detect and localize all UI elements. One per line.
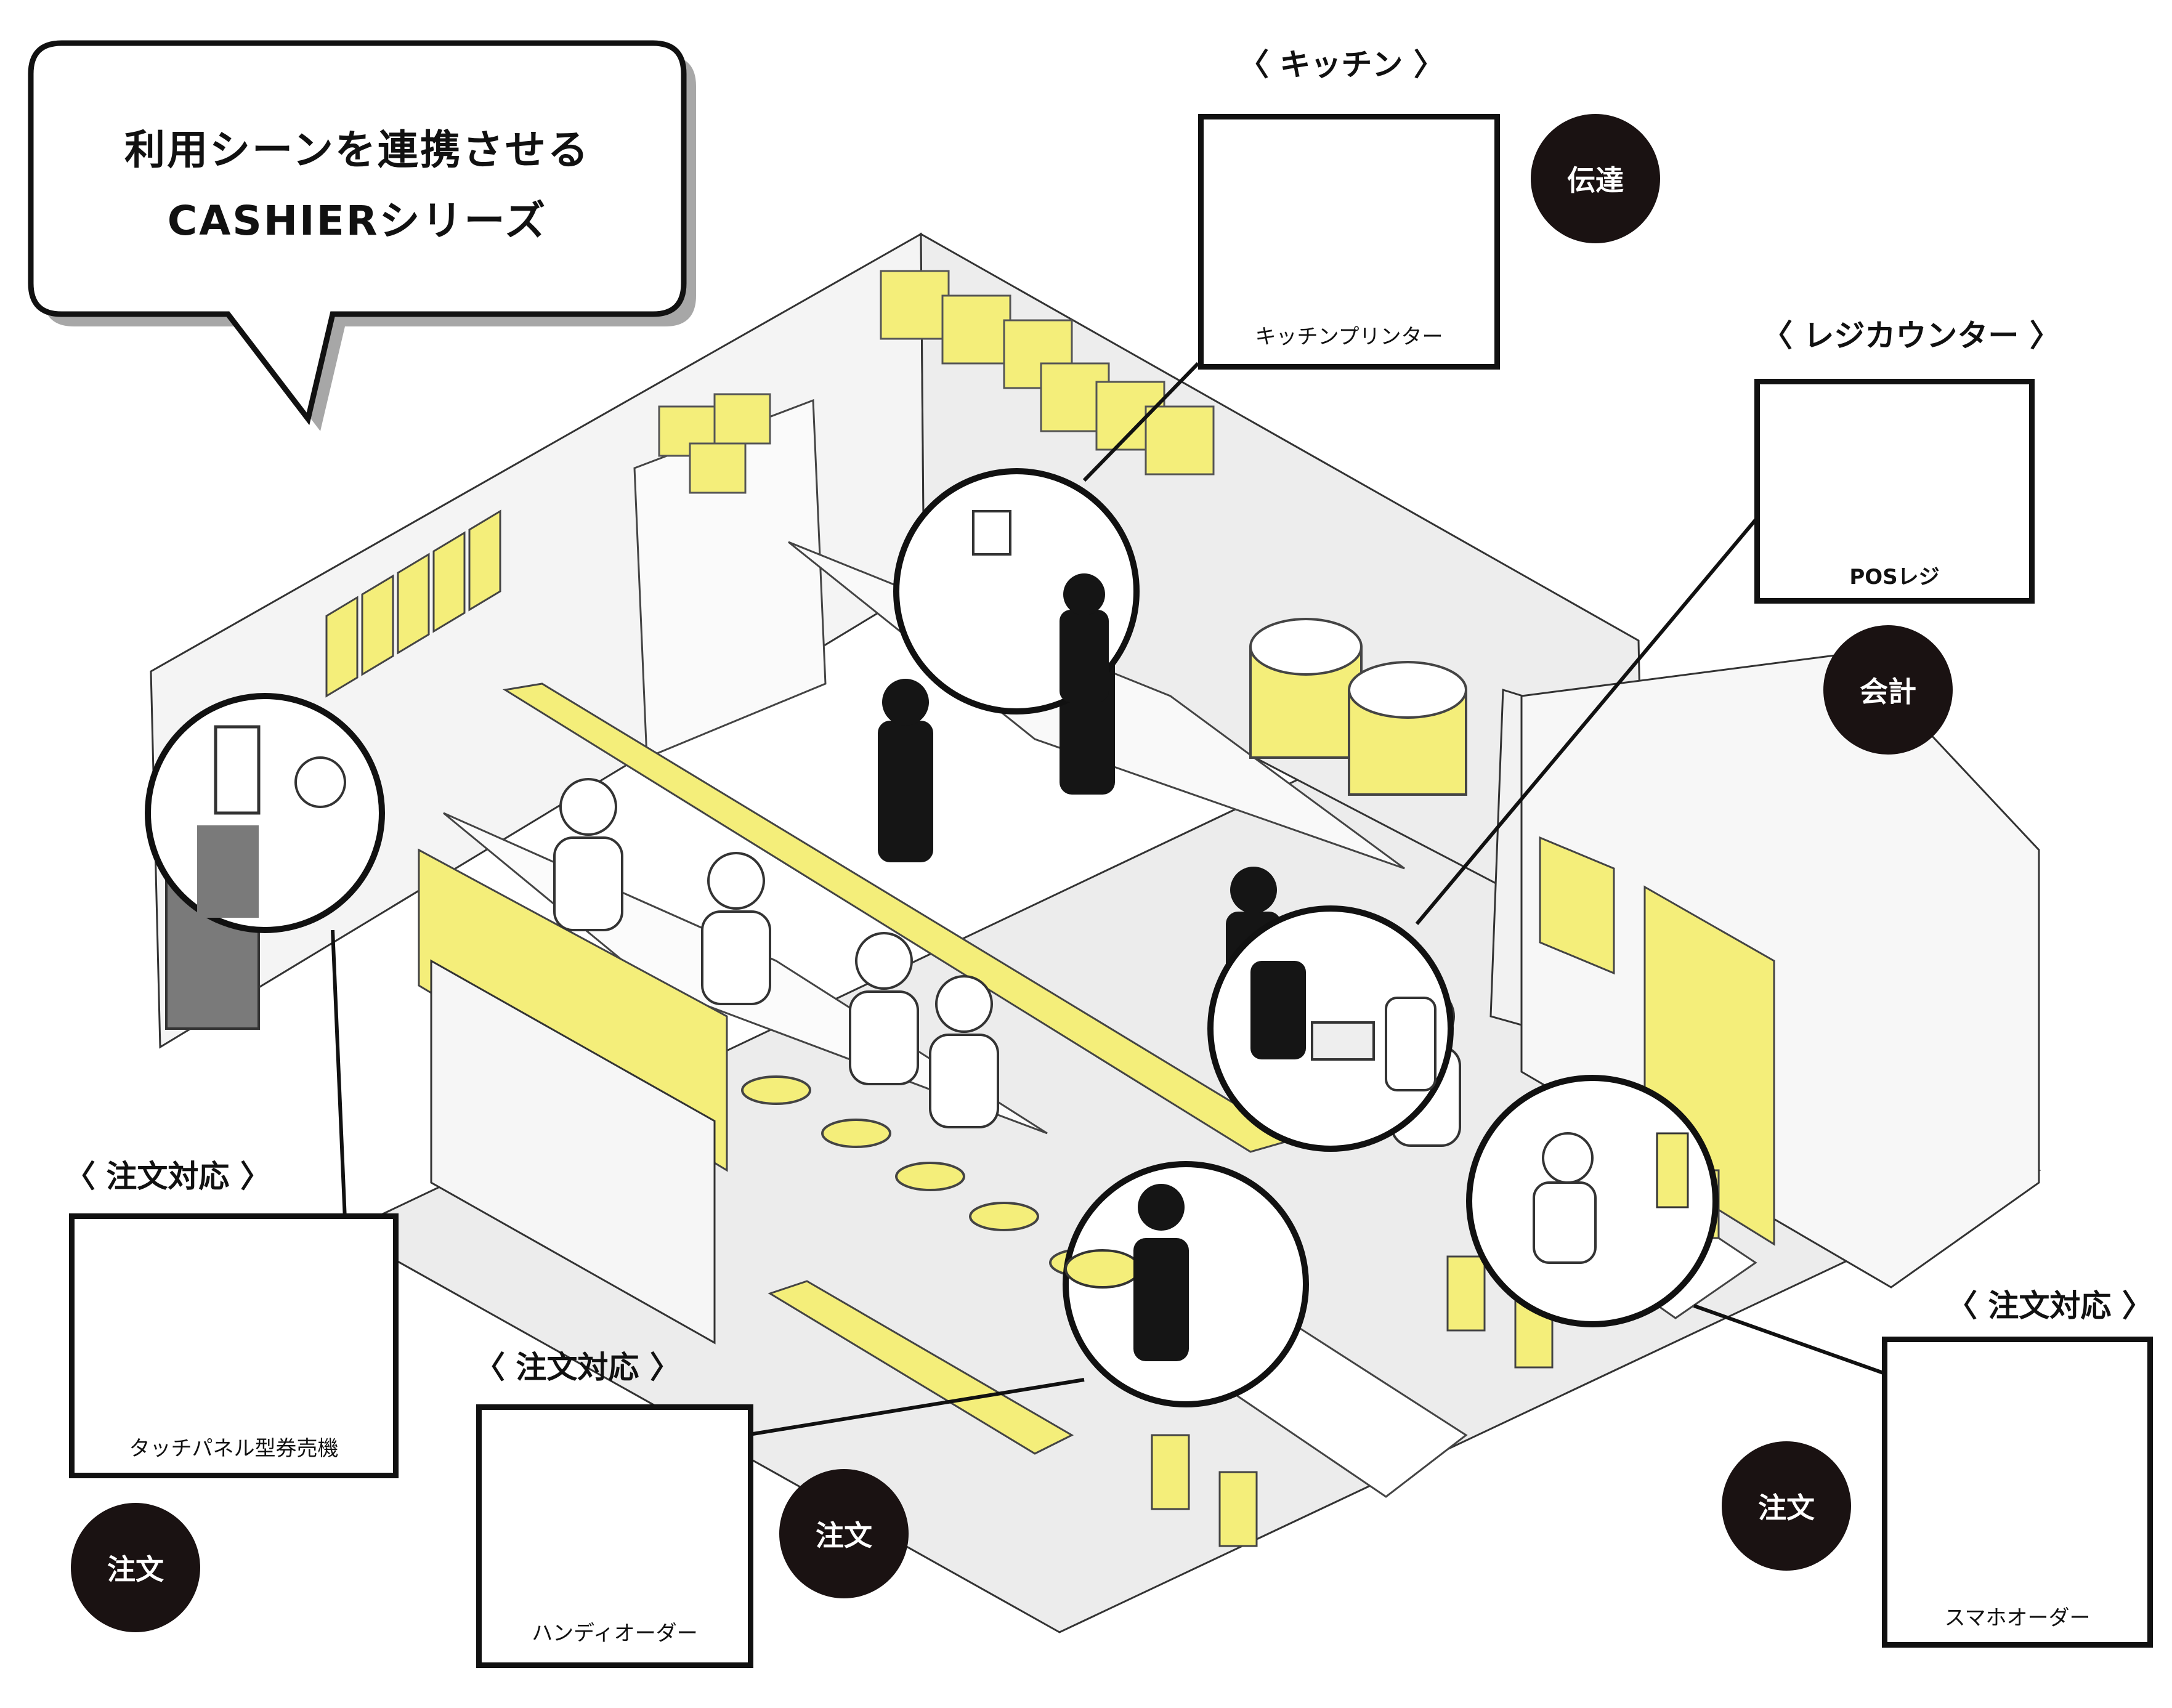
callout-connectors	[331, 362, 1886, 1437]
magnifier-register	[1207, 905, 1454, 1152]
stock-pots	[1249, 618, 1467, 796]
front-bench	[768, 1280, 1074, 1455]
kitchen-badge: 伝達	[1531, 114, 1660, 243]
register-device-caption: POSレジ	[1849, 565, 1940, 589]
magnifier-kitchen	[893, 468, 1140, 714]
ticket-device-box: タッチパネル型券売機	[69, 1213, 399, 1478]
handy-badge: 注文	[779, 1469, 909, 1598]
magnifier-smartphone	[1466, 1075, 1719, 1327]
smartphone-label: 〈 注文対応 〉	[1947, 1288, 2153, 1324]
register-label: 〈 レジカウンター 〉	[1762, 318, 2061, 354]
handy-label: 〈 注文対応 〉	[474, 1350, 681, 1385]
ticket-device-caption: タッチパネル型券売機	[129, 1436, 339, 1461]
headline-text: 利用シーンを連携させる CASHIERシリーズ	[31, 105, 684, 265]
kitchen-device-caption: キッチンプリンター	[1255, 325, 1443, 349]
smartphone-device-caption: スマホオーダー	[1944, 1606, 2091, 1630]
yellow-wall-panel	[1539, 836, 1615, 975]
stock-boxes	[658, 270, 1215, 494]
headline-line-1: 利用シーンを連携させる	[124, 126, 590, 174]
register-badge: 会計	[1823, 625, 1953, 755]
register-device-box: POSレジ	[1754, 379, 2035, 604]
ticket-badge: 注文	[71, 1503, 200, 1632]
wall-menu-posters	[325, 509, 501, 698]
handy-device-caption: ハンディオーダー	[532, 1621, 698, 1646]
headline-line-2: CASHIERシリーズ	[167, 197, 548, 245]
kitchen-label: 〈 キッチン 〉	[1238, 47, 1445, 83]
front-left-wall	[430, 959, 716, 1345]
magnifier-handy	[1063, 1161, 1309, 1407]
magnifier-ticket	[145, 693, 385, 933]
kitchen-device-box: キッチンプリンター	[1198, 114, 1500, 370]
smartphone-badge: 注文	[1722, 1441, 1851, 1571]
handy-device-box: ハンディオーダー	[476, 1404, 753, 1668]
headline-bubble	[28, 40, 696, 431]
ticket-label: 〈 注文対応 〉	[65, 1159, 271, 1194]
smartphone-device-box: スマホオーダー	[1882, 1337, 2153, 1648]
